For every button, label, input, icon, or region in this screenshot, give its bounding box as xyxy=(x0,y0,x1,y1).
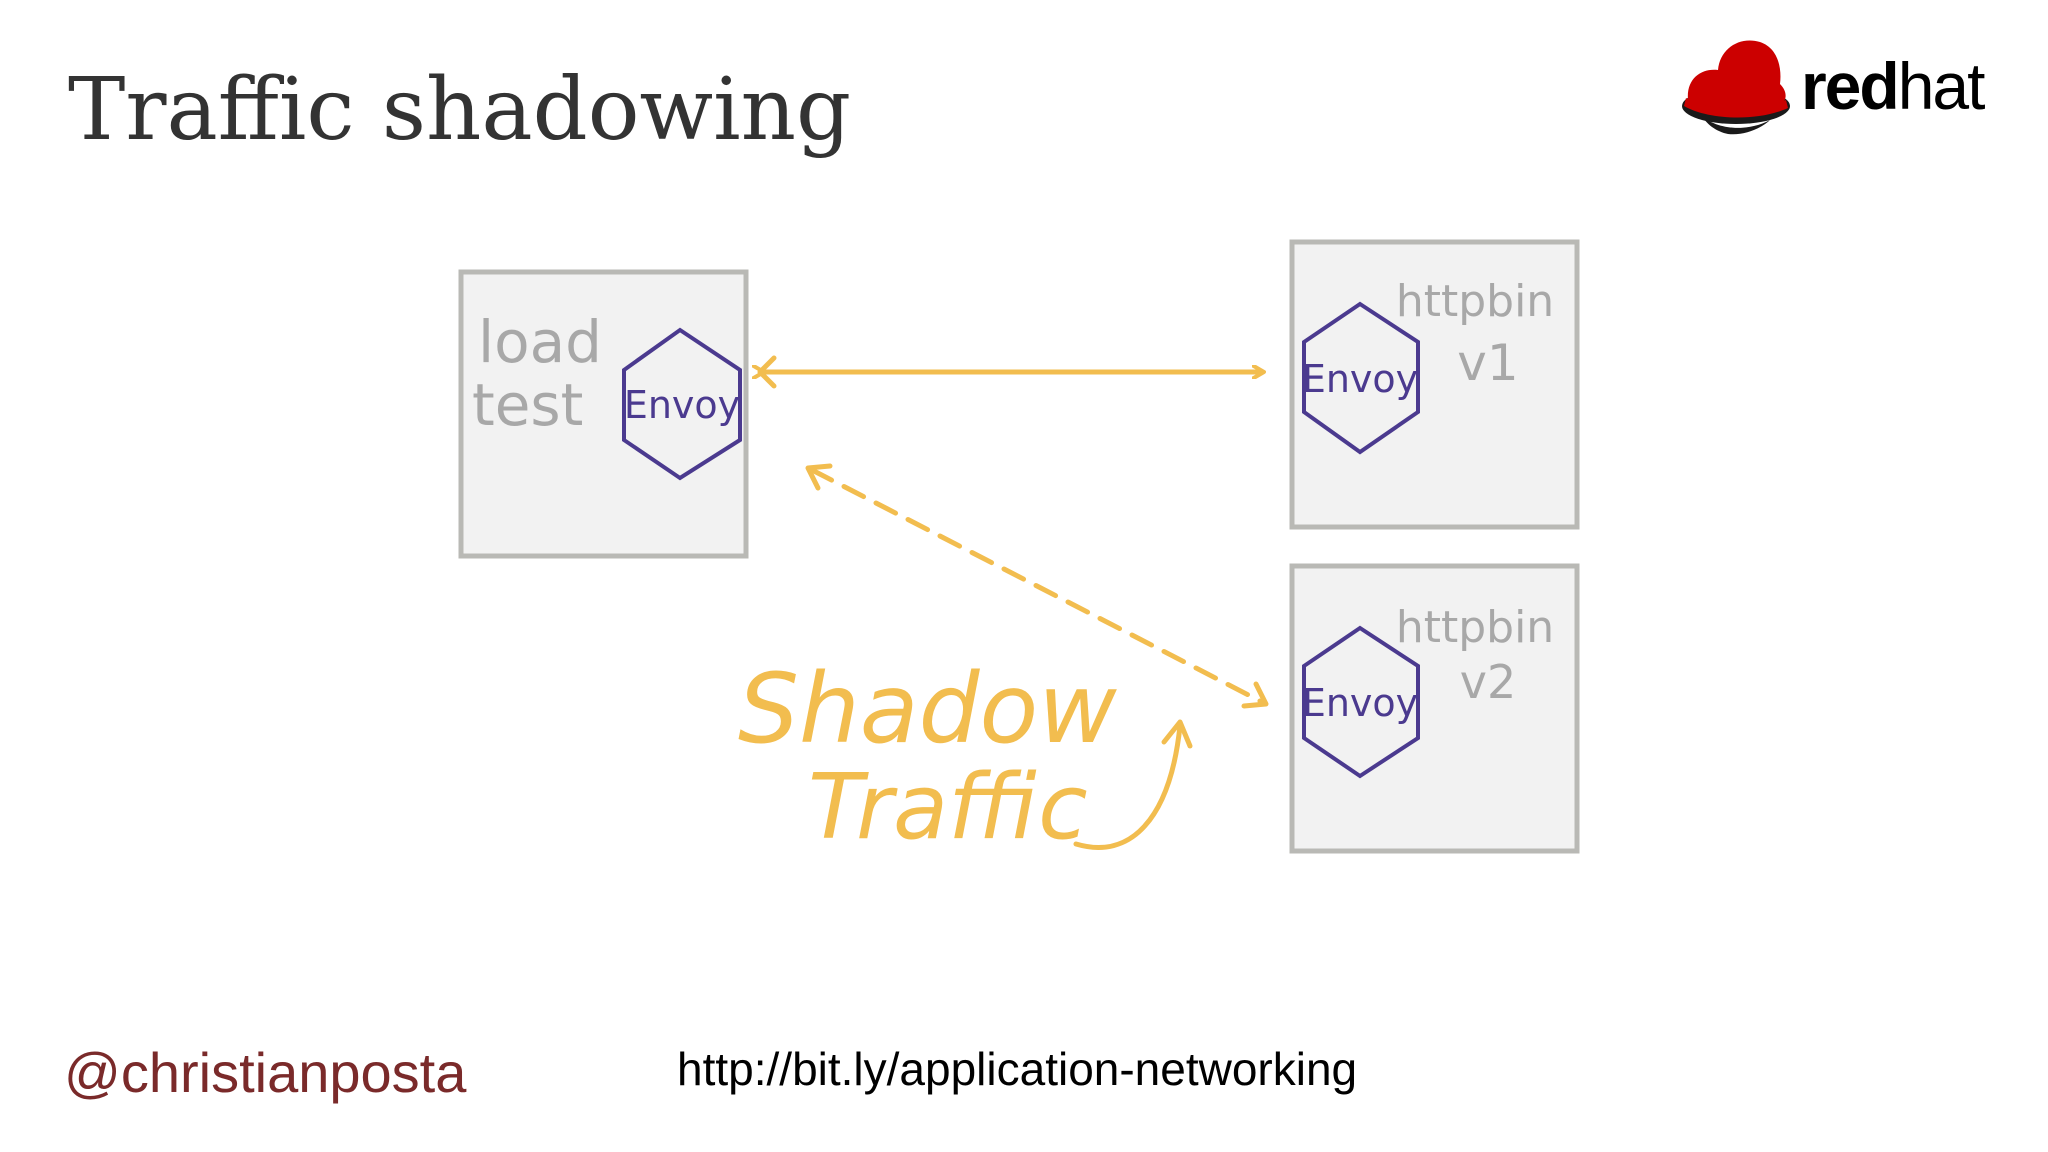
envoy-label: Envoy xyxy=(1302,681,1418,725)
redhat-logo: redhat xyxy=(1678,28,1998,138)
envoy-hexagon-icon xyxy=(1302,301,1420,455)
node-label-line-2: test xyxy=(472,371,583,439)
envoy-label: Envoy xyxy=(624,383,740,427)
node-label-line-1: load xyxy=(478,308,602,376)
envoy-sidecar: Envoy xyxy=(1302,625,1420,779)
envoy-sidecar: Envoy xyxy=(1302,301,1420,455)
envoy-hexagon-icon xyxy=(1302,625,1420,779)
twitter-handle: @christianposta xyxy=(64,1041,467,1104)
envoy-label: Envoy xyxy=(1302,357,1418,401)
node-label-line-2: v1 xyxy=(1457,334,1518,392)
node-label-line-1: httpbin xyxy=(1396,276,1554,327)
annotation-arrowhead-icon xyxy=(1161,719,1193,749)
arrowhead-down-right-icon xyxy=(1241,681,1269,709)
annotation-line-2: Traffic xyxy=(808,755,1088,860)
node-label-line-2: v2 xyxy=(1460,655,1517,709)
envoy-hexagon-icon xyxy=(622,327,742,481)
redhat-wordmark: redhat xyxy=(1801,48,1986,124)
node-box xyxy=(458,269,749,559)
logo-word-hat: hat xyxy=(1897,49,1986,123)
node-box xyxy=(1289,239,1580,530)
node-box xyxy=(1289,563,1580,854)
node-label-line-1: httpbin xyxy=(1396,602,1554,653)
logo-word-red: red xyxy=(1801,49,1900,123)
annotation-curved-arrow xyxy=(1073,723,1183,850)
node-load-test: load test Envoy xyxy=(458,269,749,559)
annotation-line-1: Shadow xyxy=(738,653,1117,765)
envoy-sidecar: Envoy xyxy=(622,327,742,481)
arrowhead-left-icon xyxy=(757,355,777,389)
node-httpbin-v2: httpbin v2 Envoy xyxy=(1289,563,1580,854)
reference-url: http://bit.ly/application-networking xyxy=(677,1043,1358,1095)
redhat-shadowman-icon xyxy=(1682,40,1790,135)
edge-dashed-arrow xyxy=(809,467,1265,705)
slide-title: Traffic shadowing xyxy=(68,60,852,160)
node-httpbin-v1: httpbin v1 Envoy xyxy=(1289,239,1580,530)
arrowhead-up-left-icon xyxy=(805,463,833,491)
